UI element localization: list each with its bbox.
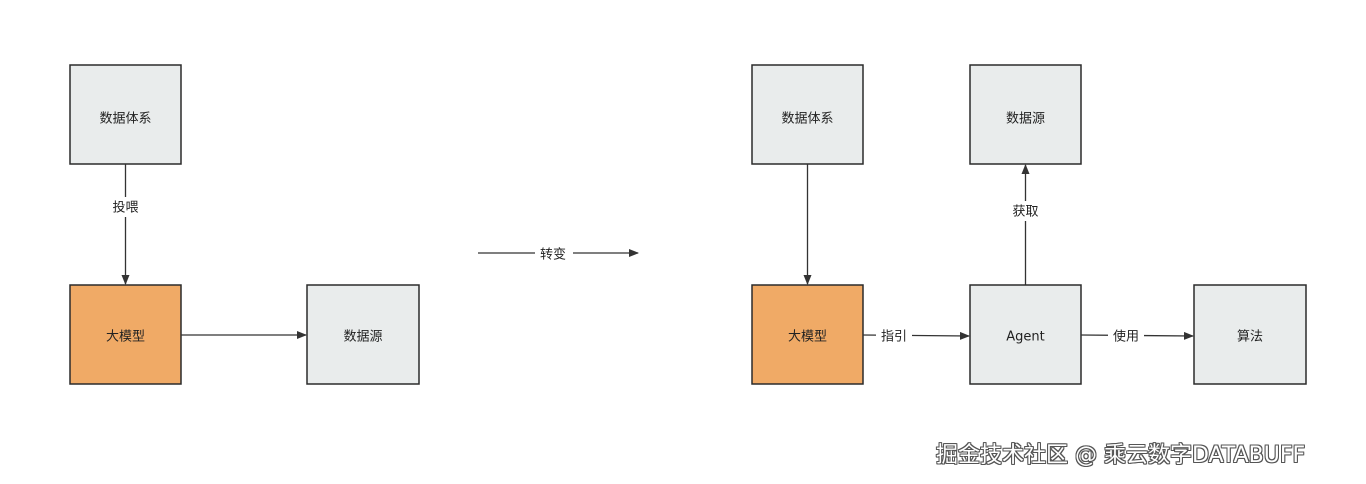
feed-edge: 投喂 [108,164,144,285]
left-llm-label: 大模型 [106,330,145,345]
right-llm-label: 大模型 [788,330,827,345]
guide-edge: 指引 [862,326,970,346]
right-llm-node[interactable]: 大模型 [751,284,864,385]
use-edge-label: 使用 [1113,329,1139,345]
left-data-system-node[interactable]: 数据体系 [69,64,182,165]
fetch-edge-label: 获取 [1012,205,1038,220]
transform-edge: 转变 [478,243,639,263]
left-data-system-label: 数据体系 [99,112,151,127]
transform-edge-label: 转变 [540,247,566,263]
right-data-source-label: 数据源 [1006,112,1045,127]
watermark-text: 掘金技术社区 @ 乘云数字DATABUFF [936,443,1306,468]
right-algorithm-label: 算法 [1237,330,1263,345]
feed-edge-label: 投喂 [112,200,138,216]
left-llm-node[interactable]: 大模型 [69,284,182,385]
right-agent-label: Agent [1006,330,1044,345]
guide-edge-label: 指引 [881,330,907,345]
right-data-source-node[interactable]: 数据源 [969,64,1082,165]
use-edge: 使用 [1080,326,1194,346]
left-diagram: 数据体系 投喂 大模型 数据源 [69,64,420,385]
right-agent-node[interactable]: Agent [969,284,1082,385]
right-diagram: 数据体系 数据源 获取 大模型 指引 [751,64,1307,385]
right-algorithm-node[interactable]: 算法 [1193,284,1307,385]
right-data-system-node[interactable]: 数据体系 [751,64,864,165]
fetch-edge: 获取 [1008,164,1044,285]
left-data-source-node[interactable]: 数据源 [306,284,420,385]
left-data-source-label: 数据源 [343,330,382,345]
right-data-system-label: 数据体系 [781,112,833,127]
